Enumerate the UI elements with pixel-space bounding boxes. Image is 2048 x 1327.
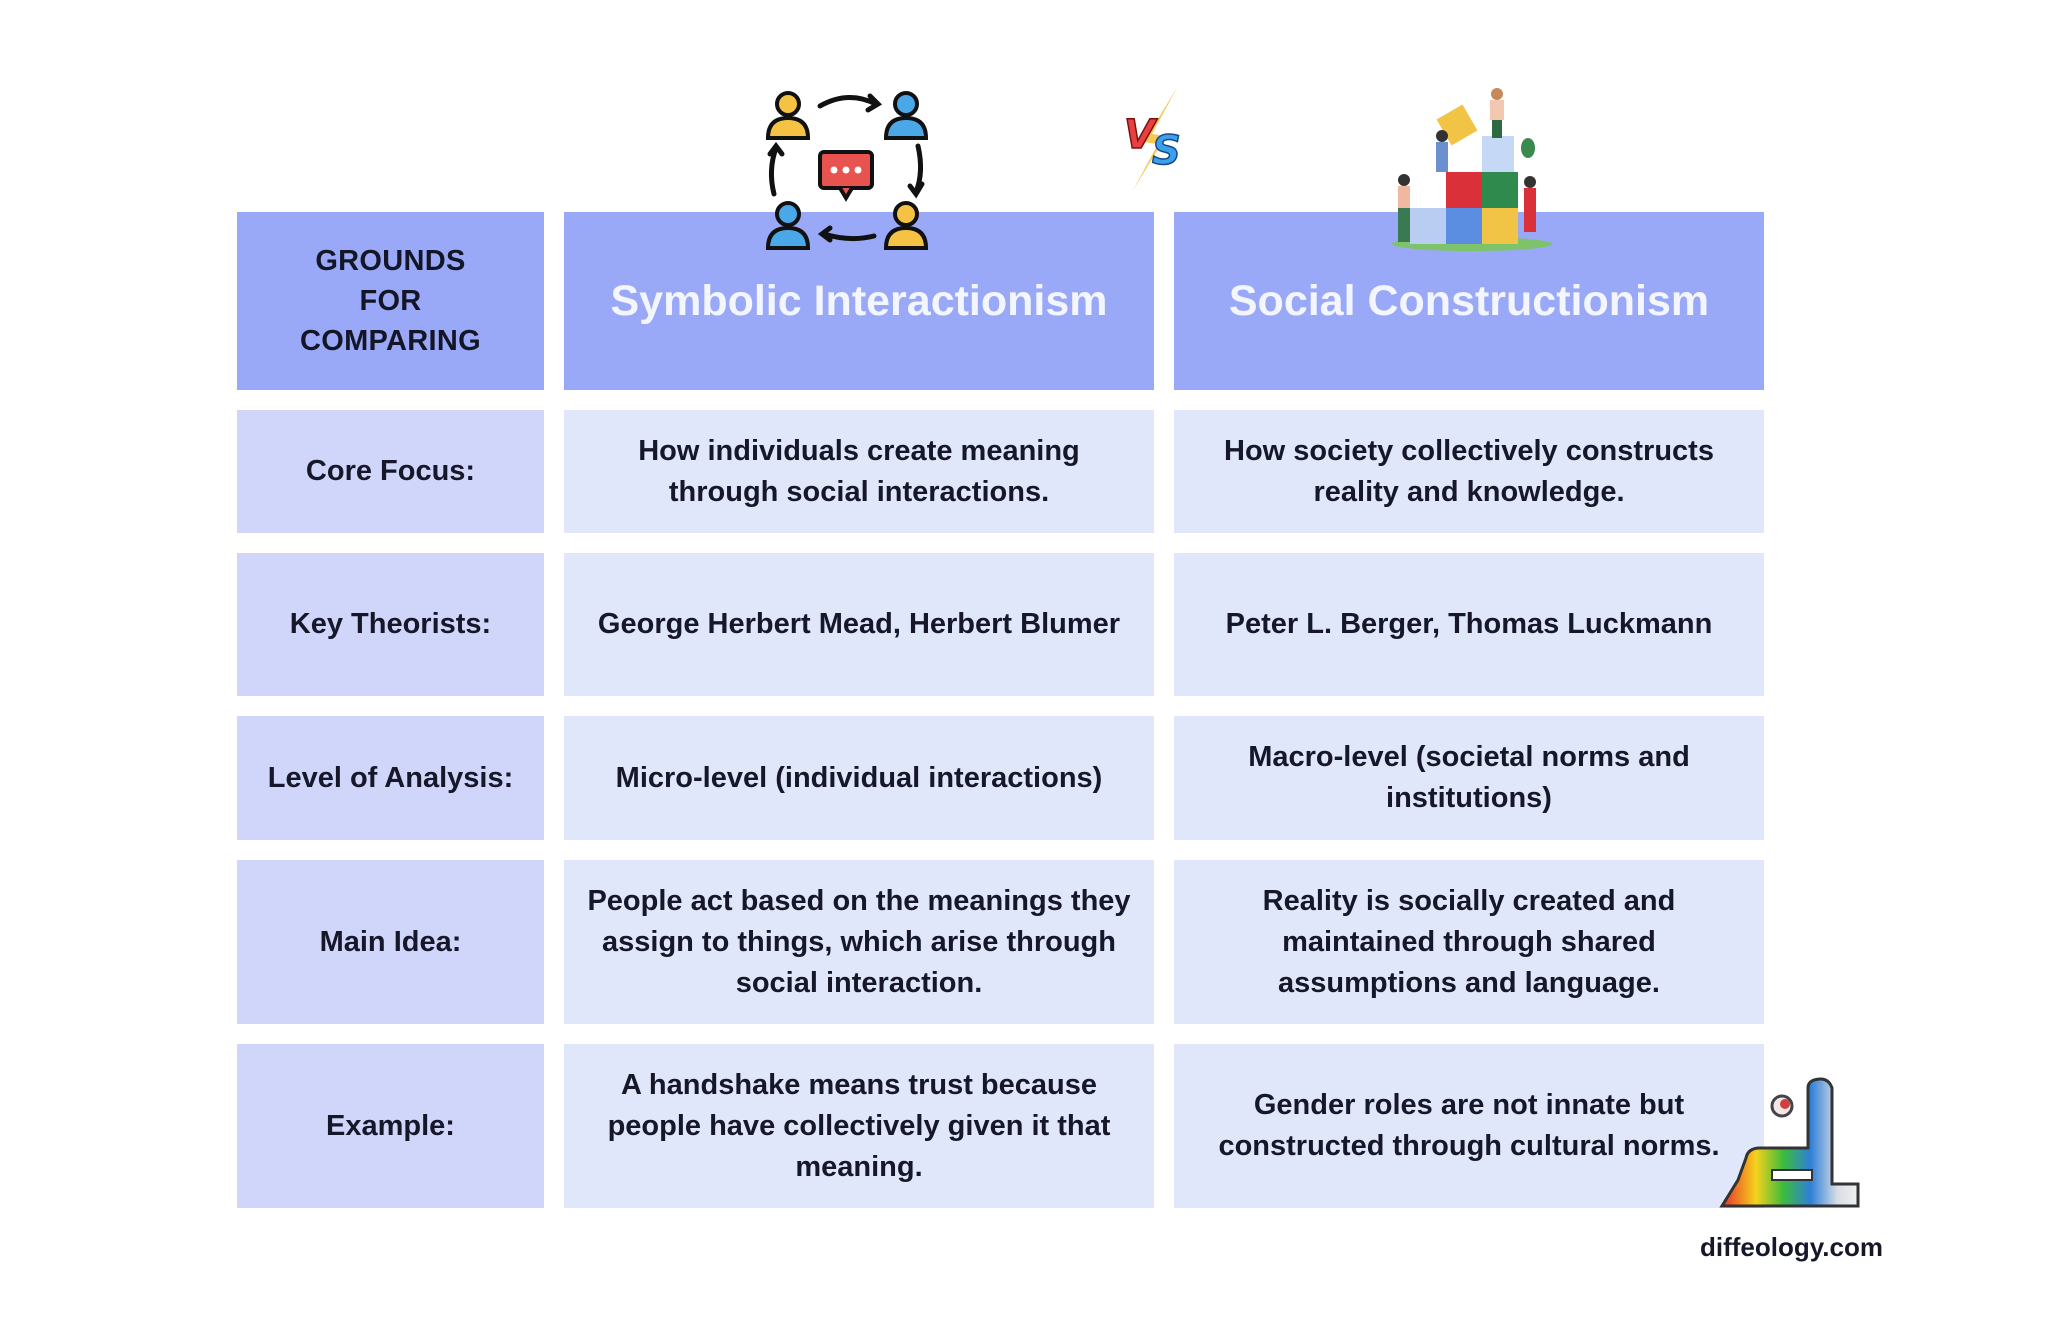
row-label-text: Example: xyxy=(326,1109,455,1142)
people-interaction-cycle-icon xyxy=(760,82,935,257)
puzzle-team-building-icon xyxy=(1390,86,1555,251)
key-theorists-symbolic: George Herbert Mead, Herbert Blumer xyxy=(564,553,1154,696)
svg-text:V: V xyxy=(1124,112,1158,158)
row-label-level-of-analysis: Level of Analysis: xyxy=(237,716,544,840)
main-idea-social: Reality is socially created and maintain… xyxy=(1174,860,1764,1024)
cell-text: Micro-level (individual interactions) xyxy=(615,761,1103,794)
social-constructionism-header: Social Constructionism xyxy=(1174,212,1764,390)
cell-text: Reality is socially created and maintain… xyxy=(1262,884,1676,999)
cell-text: George Herbert Mead, Herbert Blumer xyxy=(597,608,1121,640)
cell-text: Macro-level (societal norms and institut… xyxy=(1248,741,1690,814)
row-label-text: Key Theorists: xyxy=(289,608,492,640)
diffeology-rainbow-logo-icon xyxy=(1718,1074,1868,1210)
symbolic-interactionism-header: Symbolic Interactionism xyxy=(564,212,1154,390)
key-theorists-social: Peter L. Berger, Thomas Luckmann xyxy=(1174,553,1764,696)
example-social: Gender roles are not innate but construc… xyxy=(1174,1044,1764,1208)
cell-text: How individuals create meaning through s… xyxy=(638,434,1080,508)
col2-title: Social Constructionism xyxy=(1228,276,1710,325)
versus-lightning-icon: V S xyxy=(1118,86,1198,192)
row-label-core-focus: Core Focus: xyxy=(237,410,544,533)
site-footer: diffeology.com xyxy=(1700,1232,1883,1263)
cell-text: How society collectively constructs real… xyxy=(1224,434,1714,508)
level-of-analysis-social: Macro-level (societal norms and institut… xyxy=(1174,716,1764,840)
core-focus-social: How society collectively constructs real… xyxy=(1174,410,1764,533)
main-idea-symbolic: People act based on the meanings they as… xyxy=(564,860,1154,1024)
core-focus-symbolic: How individuals create meaning through s… xyxy=(564,410,1154,533)
row-label-example: Example: xyxy=(237,1044,544,1208)
cell-text: Gender roles are not innate but construc… xyxy=(1218,1089,1720,1162)
cell-text: People act based on the meanings they as… xyxy=(587,884,1131,999)
col1-title: Symbolic Interactionism xyxy=(610,276,1108,325)
row-label-main-idea: Main Idea: xyxy=(237,860,544,1024)
svg-text:S: S xyxy=(1152,128,1181,174)
cell-text: Peter L. Berger, Thomas Luckmann xyxy=(1225,608,1713,640)
row-label-text: Level of Analysis: xyxy=(267,761,514,794)
level-of-analysis-symbolic: Micro-level (individual interactions) xyxy=(564,716,1154,840)
cell-text: A handshake means trust because people h… xyxy=(607,1068,1111,1183)
example-symbolic: A handshake means trust because people h… xyxy=(564,1044,1154,1208)
row-label-text: Main Idea: xyxy=(319,925,462,958)
row-label-key-theorists: Key Theorists: xyxy=(237,553,544,696)
row-label-text: Core Focus: xyxy=(305,455,476,487)
site-url: diffeology.com xyxy=(1700,1232,1883,1262)
grounds-for-comparing-header: GROUNDS FOR COMPARING xyxy=(237,212,544,390)
grounds-header-text: GROUNDS FOR COMPARING xyxy=(300,245,481,357)
